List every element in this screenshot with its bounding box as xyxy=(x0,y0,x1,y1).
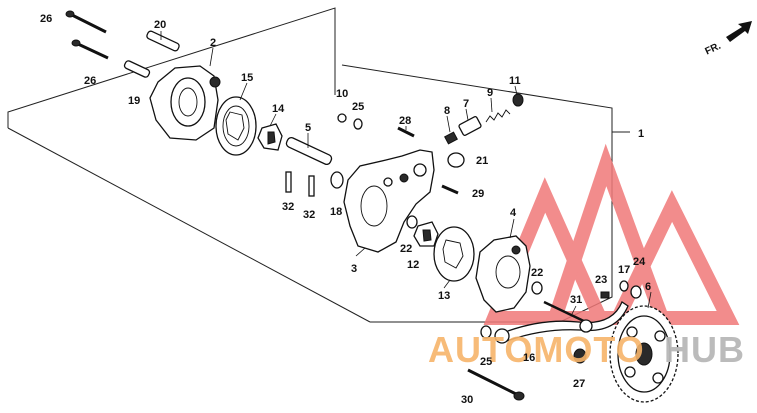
callout-3: 3 xyxy=(351,263,357,275)
callout-4: 4 xyxy=(510,207,517,219)
callout-19: 19 xyxy=(128,95,140,107)
dowel-22-left xyxy=(406,215,418,229)
callout-18: 18 xyxy=(330,206,342,218)
callout-21: 21 xyxy=(476,155,488,167)
washer-27 xyxy=(573,348,587,364)
callout-14: 14 xyxy=(272,103,285,115)
relief-piston-7 xyxy=(458,116,482,136)
pin-32-right xyxy=(308,175,315,197)
callout-22-right: 22 xyxy=(531,267,543,279)
callout-1: 1 xyxy=(638,128,644,140)
bolt-26-lower xyxy=(71,39,109,60)
callout-28: 28 xyxy=(399,115,411,127)
pump-cover-2 xyxy=(149,65,221,141)
callout-2: 2 xyxy=(210,37,216,49)
callout-11: 11 xyxy=(509,75,521,87)
dowel-pin-19 xyxy=(123,60,151,78)
callout-25-lower: 25 xyxy=(480,356,492,368)
bolt-30 xyxy=(467,368,525,401)
inner-rotor-12 xyxy=(413,221,439,247)
o-ring-24 xyxy=(630,285,642,299)
callout-29: 29 xyxy=(472,188,484,200)
pump-body-3 xyxy=(343,149,435,253)
pin-28 xyxy=(397,126,415,138)
outer-rotor-15 xyxy=(215,96,257,156)
callout-12: 12 xyxy=(407,259,419,271)
callout-24: 24 xyxy=(633,256,646,268)
callout-16: 16 xyxy=(523,352,535,364)
outer-rotor-13 xyxy=(433,226,475,282)
watermark-logo xyxy=(483,143,740,325)
callout-31: 31 xyxy=(570,294,582,306)
dowel-22-right xyxy=(531,281,543,295)
inner-rotor-14 xyxy=(257,123,283,151)
relief-spring-9 xyxy=(485,109,511,123)
o-ring-18 xyxy=(330,171,344,189)
bolt-26-upper xyxy=(65,10,107,34)
pump-shaft-5 xyxy=(285,136,333,166)
leader-lines xyxy=(160,31,652,315)
callout-27: 27 xyxy=(573,378,585,390)
callout-9: 9 xyxy=(487,87,493,99)
bolt-31 xyxy=(543,300,591,326)
callout-26-upper: 26 xyxy=(40,13,52,25)
fr-label: FR. xyxy=(703,41,722,58)
clip-23 xyxy=(600,291,610,299)
callout-15: 15 xyxy=(241,72,253,84)
callout-6: 6 xyxy=(645,281,651,293)
callout-32-right: 32 xyxy=(303,209,315,221)
o-ring-25-lower xyxy=(480,325,492,339)
callout-26-lower: 26 xyxy=(84,75,96,87)
callout-7: 7 xyxy=(463,98,469,110)
pin-32-left xyxy=(285,171,292,193)
collar-21 xyxy=(447,152,465,168)
dowel-pin-20 xyxy=(146,30,180,52)
callout-10: 10 xyxy=(336,88,348,100)
oil-pipe-16 xyxy=(494,301,629,344)
callout-22-left: 22 xyxy=(400,243,412,255)
callout-20: 20 xyxy=(154,19,166,31)
callout-8: 8 xyxy=(444,105,450,117)
plug-11 xyxy=(512,93,524,107)
callout-23: 23 xyxy=(595,274,607,286)
relief-valve-8 xyxy=(444,131,458,145)
pump-housing-4 xyxy=(475,235,531,313)
callout-30: 30 xyxy=(461,394,473,406)
o-ring-17 xyxy=(619,280,629,292)
front-direction-arrow: FR. xyxy=(703,21,752,57)
callout-5: 5 xyxy=(305,122,311,134)
pin-29 xyxy=(441,184,459,195)
callout-labels: 26 20 2 26 19 15 14 10 25 5 28 8 7 9 11 … xyxy=(40,13,651,406)
sprocket-6 xyxy=(609,305,679,403)
callout-13: 13 xyxy=(438,290,450,302)
callout-32-left: 32 xyxy=(282,201,294,213)
washer-10 xyxy=(337,113,347,123)
callout-25-upper: 25 xyxy=(352,101,364,113)
watermark-text: AUTOMOTO HUB xyxy=(428,329,745,370)
watermark-brand-right: HUB xyxy=(664,329,745,370)
o-ring-25-upper xyxy=(353,118,363,130)
callout-17: 17 xyxy=(618,264,630,276)
watermark-brand-left: AUTOMOTO xyxy=(428,329,645,370)
